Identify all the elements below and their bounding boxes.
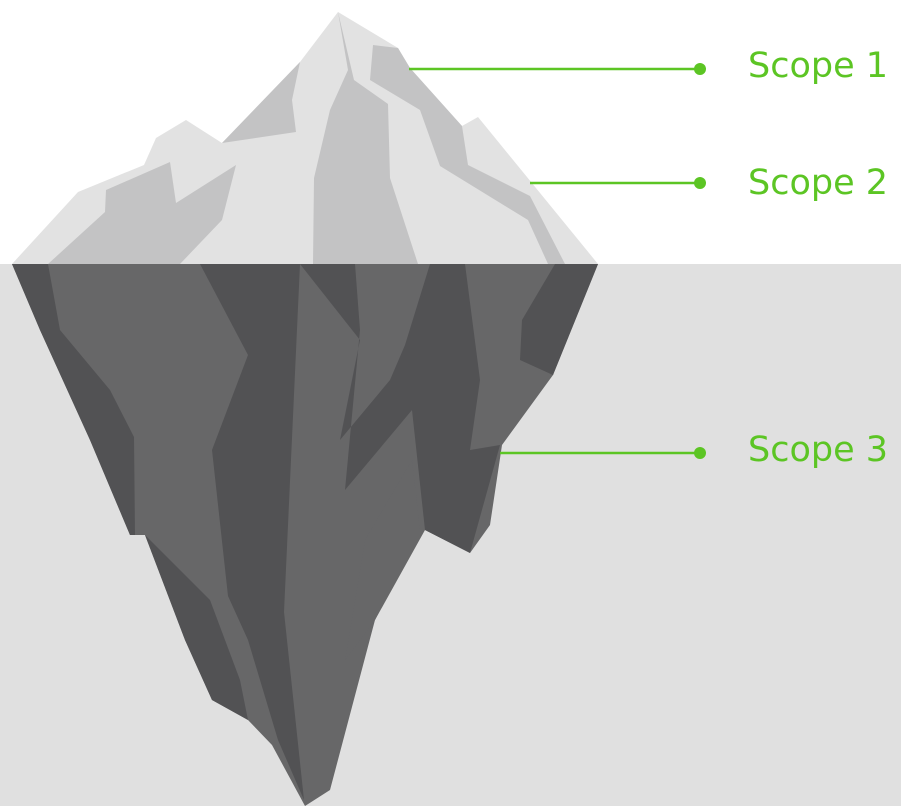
scope-2-dot (694, 177, 706, 189)
scope-2-label: Scope 2 (748, 163, 889, 203)
scope-1-label: Scope 1 (748, 46, 889, 86)
scope-3-dot (694, 447, 706, 459)
scope-3-label: Scope 3 (748, 430, 889, 470)
iceberg-underwater (12, 264, 598, 806)
iceberg-tip (12, 12, 598, 264)
connector-lines (409, 63, 706, 459)
scope-1-dot (694, 63, 706, 75)
